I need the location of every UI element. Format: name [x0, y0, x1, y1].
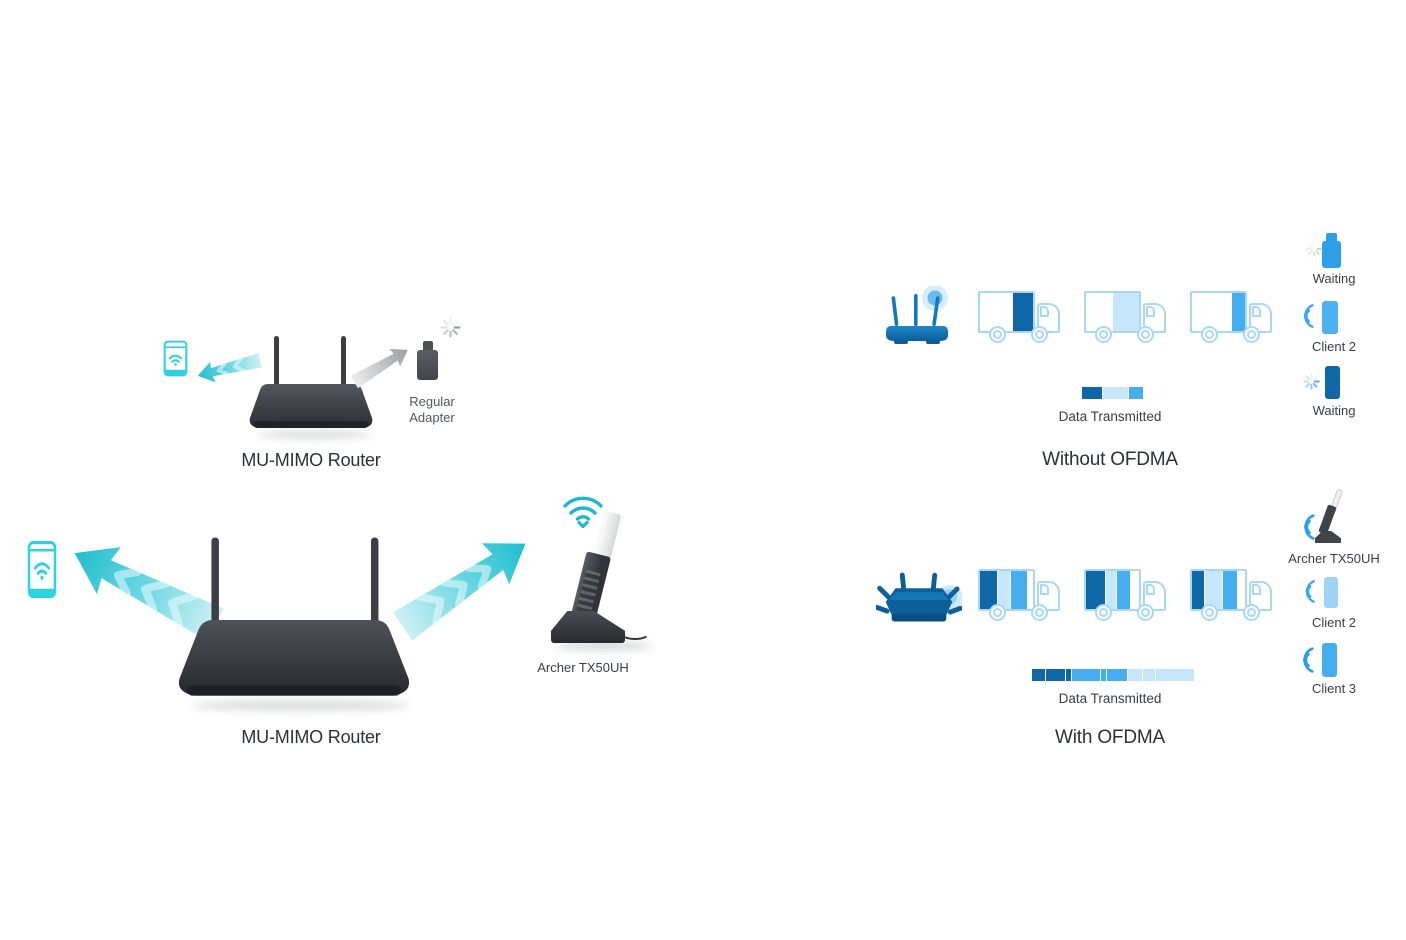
truck-cargo — [1190, 291, 1247, 333]
truck-cab — [1143, 303, 1166, 333]
regular-adapter-label-line2: Adapter — [409, 410, 455, 426]
client-2-label: Client 2 — [1311, 615, 1357, 630]
client-3-label: Client 3 — [1311, 681, 1357, 696]
usb-body — [1322, 241, 1341, 268]
truck-window — [1146, 306, 1155, 317]
truck-cab — [1143, 581, 1166, 611]
truck-cargo — [978, 569, 1035, 611]
truck-cargo — [1084, 569, 1141, 611]
truck-load-segments — [1086, 293, 1139, 331]
usb-cable — [620, 626, 650, 640]
usb-connector — [1326, 233, 1337, 241]
data-transmitted-label: Data Transmitted — [1058, 691, 1162, 706]
smartphone-icon — [163, 340, 188, 377]
data-transmitted-bar — [1032, 669, 1194, 681]
truck-cargo — [1190, 569, 1247, 611]
archer-tx50uh-label: Archer TX50UH — [1288, 551, 1380, 566]
client-2-label: Client 2 — [1311, 339, 1357, 354]
truck-wheel — [989, 604, 1006, 621]
section-title-with-ofdma: With OFDMA — [1055, 727, 1165, 748]
adapter-stand — [551, 611, 625, 643]
truck-wheel — [1095, 326, 1112, 343]
spinner-icon — [1306, 241, 1322, 257]
router-shadow — [192, 700, 410, 711]
client-phone-icon — [1322, 301, 1338, 334]
truck-window — [1252, 306, 1261, 317]
delivery-truck-icon — [978, 291, 1062, 343]
truck-cargo — [978, 291, 1035, 333]
truck-wheel — [1243, 604, 1260, 621]
truck-window — [1040, 306, 1049, 317]
delivery-truck-icon — [978, 569, 1062, 621]
wifi-waves-icon — [1304, 514, 1315, 540]
wifi-router-icon — [886, 286, 948, 344]
delivery-truck-icon — [1190, 291, 1274, 343]
regular-adapter-label-line1: Regular — [409, 394, 455, 409]
smartphone-icon — [27, 540, 57, 599]
signal-arrow-gray-icon — [350, 348, 408, 389]
truck-wheel — [1201, 604, 1218, 621]
usb-adapter-icon — [1322, 233, 1341, 268]
truck-load-segments — [980, 293, 1033, 331]
truck-cab — [1037, 303, 1060, 333]
truck-cab — [1037, 581, 1060, 611]
signal-arrow-left-icon — [197, 353, 263, 383]
adapter-vents — [576, 569, 601, 615]
truck-cargo — [1084, 291, 1141, 333]
mu-mimo-router-icon — [178, 537, 410, 696]
truck-load-segments — [980, 571, 1033, 609]
truck-window — [1146, 584, 1155, 595]
data-transmitted-label: Data Transmitted — [1058, 409, 1162, 424]
client-phone-icon — [1322, 643, 1337, 677]
wifi-signal-icon — [563, 496, 603, 528]
adapter-stand — [1315, 531, 1341, 543]
loading-spinner-icon — [440, 317, 461, 338]
regular-adapter-label: Regular Adapter — [409, 394, 455, 427]
client-waiting-label: Waiting — [1312, 403, 1356, 418]
adapter-shadow — [556, 641, 652, 651]
truck-wheel — [1137, 604, 1154, 621]
truck-load-segments — [1192, 293, 1245, 331]
regular-adapter-icon — [417, 341, 438, 380]
wifi-waves-icon — [1305, 580, 1315, 603]
wifi-waves-icon — [1303, 647, 1314, 673]
truck-wheel — [1201, 326, 1218, 343]
truck-wheel — [1243, 326, 1260, 343]
spinner-icon — [1303, 373, 1320, 390]
delivery-truck-icon — [1084, 291, 1168, 343]
truck-window — [1040, 584, 1049, 595]
truck-wheel — [1031, 326, 1048, 343]
mu-mimo-router-icon — [249, 336, 373, 428]
signal-arrow-left-icon — [74, 547, 224, 642]
archer-tx50uh-icon — [1313, 488, 1351, 547]
archer-tx50uh-label: Archer TX50UH — [537, 660, 629, 675]
truck-load-segments — [1192, 571, 1245, 609]
truck-wheel — [1095, 604, 1112, 621]
section-title-mu-mimo-top: MU-MIMO Router — [241, 450, 381, 470]
truck-wheel — [1137, 326, 1154, 343]
client-phone-icon — [1324, 577, 1338, 608]
section-title-mu-mimo-bottom: MU-MIMO Router — [241, 727, 381, 747]
truck-cab — [1249, 303, 1272, 333]
truck-wheel — [1031, 604, 1048, 621]
router-shadow — [258, 430, 370, 439]
delivery-truck-icon — [1190, 569, 1274, 621]
gaming-router-icon — [876, 572, 962, 622]
wifi-waves-icon — [1303, 304, 1314, 328]
client-phone-icon — [1325, 366, 1340, 399]
client-waiting-label: Waiting — [1312, 271, 1356, 286]
truck-cab — [1249, 581, 1272, 611]
signal-arrow-right-icon — [393, 543, 526, 641]
section-title-without-ofdma: Without OFDMA — [1042, 449, 1178, 470]
truck-window — [1252, 584, 1261, 595]
data-transmitted-bar — [1082, 387, 1143, 399]
delivery-truck-icon — [1084, 569, 1168, 621]
adapter-body — [1318, 504, 1337, 535]
truck-wheel — [989, 326, 1006, 343]
truck-load-segments — [1086, 571, 1139, 609]
